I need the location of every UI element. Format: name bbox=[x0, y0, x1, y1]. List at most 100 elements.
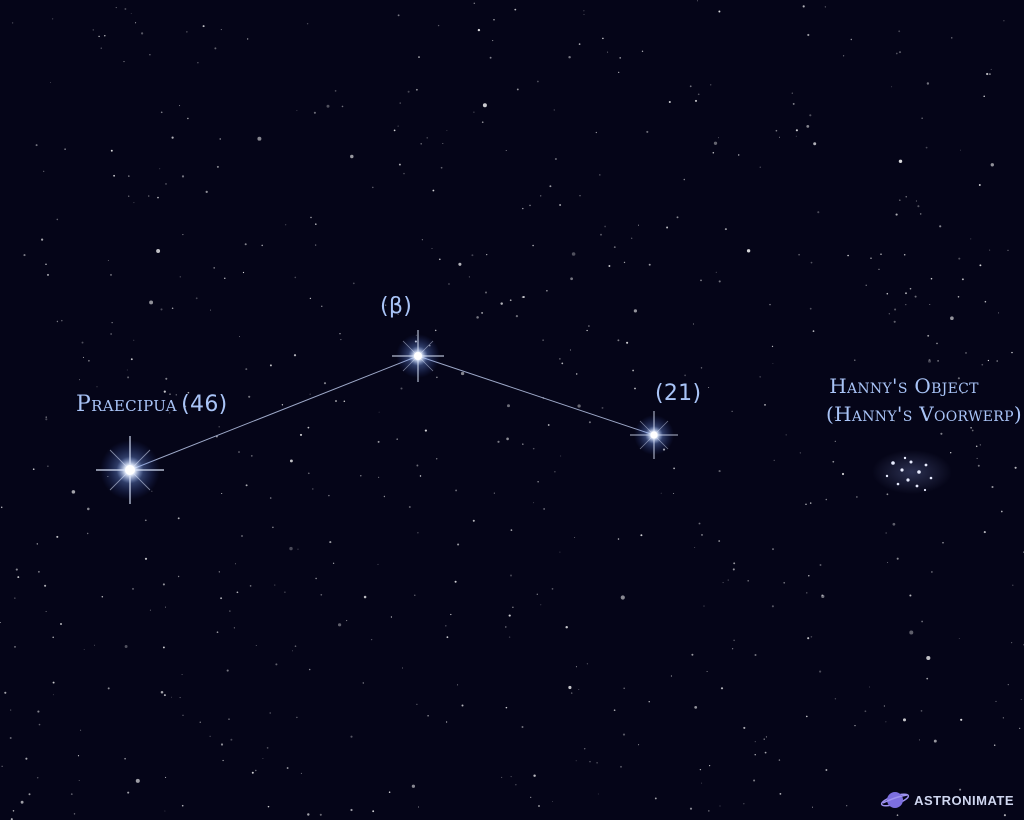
background-star bbox=[416, 464, 419, 467]
background-star bbox=[898, 159, 903, 164]
background-star bbox=[377, 563, 379, 565]
background-star bbox=[522, 443, 524, 445]
background-star bbox=[45, 418, 48, 421]
background-star bbox=[850, 38, 853, 41]
background-star bbox=[637, 224, 640, 226]
background-star bbox=[886, 493, 889, 496]
background-star bbox=[124, 8, 127, 10]
background-star bbox=[481, 121, 484, 124]
background-star bbox=[720, 687, 724, 690]
background-star bbox=[269, 712, 271, 714]
background-star bbox=[181, 175, 185, 178]
background-star bbox=[56, 535, 59, 538]
background-star bbox=[613, 709, 616, 712]
background-star bbox=[575, 760, 577, 762]
background-star bbox=[805, 715, 808, 718]
background-star bbox=[533, 774, 536, 777]
background-star bbox=[197, 62, 199, 64]
background-star bbox=[165, 182, 167, 185]
background-star bbox=[546, 290, 548, 292]
background-star bbox=[242, 271, 245, 274]
background-star bbox=[921, 117, 923, 119]
background-star bbox=[285, 224, 287, 226]
background-star bbox=[883, 705, 886, 707]
background-star bbox=[834, 416, 837, 419]
background-star bbox=[397, 313, 399, 315]
background-star bbox=[181, 673, 183, 676]
background-star bbox=[147, 195, 150, 197]
background-star bbox=[221, 492, 223, 495]
background-star bbox=[990, 68, 992, 70]
background-star bbox=[224, 277, 226, 279]
background-star bbox=[805, 503, 807, 505]
background-star bbox=[718, 540, 721, 542]
background-star bbox=[601, 406, 604, 409]
background-star bbox=[971, 429, 974, 432]
background-star bbox=[0, 506, 3, 509]
background-star bbox=[448, 283, 450, 285]
background-star bbox=[222, 759, 224, 762]
background-star bbox=[43, 170, 45, 172]
background-star bbox=[515, 784, 517, 786]
background-star bbox=[554, 157, 557, 161]
background-star bbox=[113, 174, 115, 177]
background-star bbox=[493, 492, 495, 494]
background-star bbox=[569, 349, 571, 351]
background-star bbox=[10, 709, 12, 711]
background-star bbox=[236, 591, 239, 594]
background-star bbox=[92, 29, 95, 31]
background-star bbox=[238, 451, 240, 453]
background-star bbox=[939, 225, 942, 228]
background-star bbox=[694, 546, 696, 548]
background-star bbox=[482, 103, 487, 108]
background-star bbox=[708, 386, 710, 389]
background-star bbox=[296, 110, 298, 111]
background-star bbox=[445, 721, 448, 723]
background-star bbox=[163, 390, 166, 393]
background-star bbox=[846, 805, 848, 807]
background-star bbox=[79, 379, 81, 381]
background-star bbox=[417, 532, 419, 534]
label-hannys-object: Hanny's Object (Hanny's Voorwerp) bbox=[826, 372, 1022, 428]
background-star bbox=[957, 377, 960, 380]
background-star bbox=[61, 319, 63, 322]
background-star bbox=[241, 535, 243, 537]
background-star bbox=[533, 502, 535, 504]
background-star bbox=[958, 257, 961, 260]
background-star bbox=[732, 568, 735, 571]
background-star bbox=[620, 595, 625, 600]
background-star bbox=[683, 178, 686, 181]
background-star bbox=[445, 625, 447, 627]
background-star bbox=[987, 359, 990, 362]
background-star bbox=[633, 309, 638, 313]
background-star bbox=[765, 736, 767, 738]
background-star bbox=[530, 796, 532, 798]
background-star bbox=[981, 363, 984, 366]
background-star bbox=[807, 33, 810, 37]
background-star bbox=[233, 627, 235, 629]
background-star bbox=[171, 307, 174, 309]
background-star bbox=[676, 216, 679, 219]
background-star bbox=[101, 596, 104, 598]
background-star bbox=[202, 25, 205, 28]
background-star bbox=[698, 522, 701, 525]
background-star bbox=[521, 296, 524, 299]
background-star bbox=[586, 663, 589, 665]
background-star bbox=[824, 6, 826, 8]
background-star bbox=[731, 648, 734, 650]
background-star bbox=[841, 472, 845, 476]
background-star bbox=[127, 376, 130, 379]
background-star bbox=[149, 609, 151, 611]
background-star bbox=[617, 339, 620, 342]
background-star bbox=[951, 37, 953, 39]
background-star bbox=[187, 391, 190, 394]
background-star bbox=[340, 339, 342, 341]
background-star bbox=[570, 277, 573, 281]
background-star bbox=[396, 438, 398, 440]
background-star bbox=[492, 40, 494, 42]
background-star bbox=[436, 376, 438, 379]
background-star bbox=[701, 782, 703, 784]
background-star bbox=[552, 800, 553, 802]
background-star bbox=[350, 154, 354, 159]
background-star bbox=[457, 543, 460, 546]
